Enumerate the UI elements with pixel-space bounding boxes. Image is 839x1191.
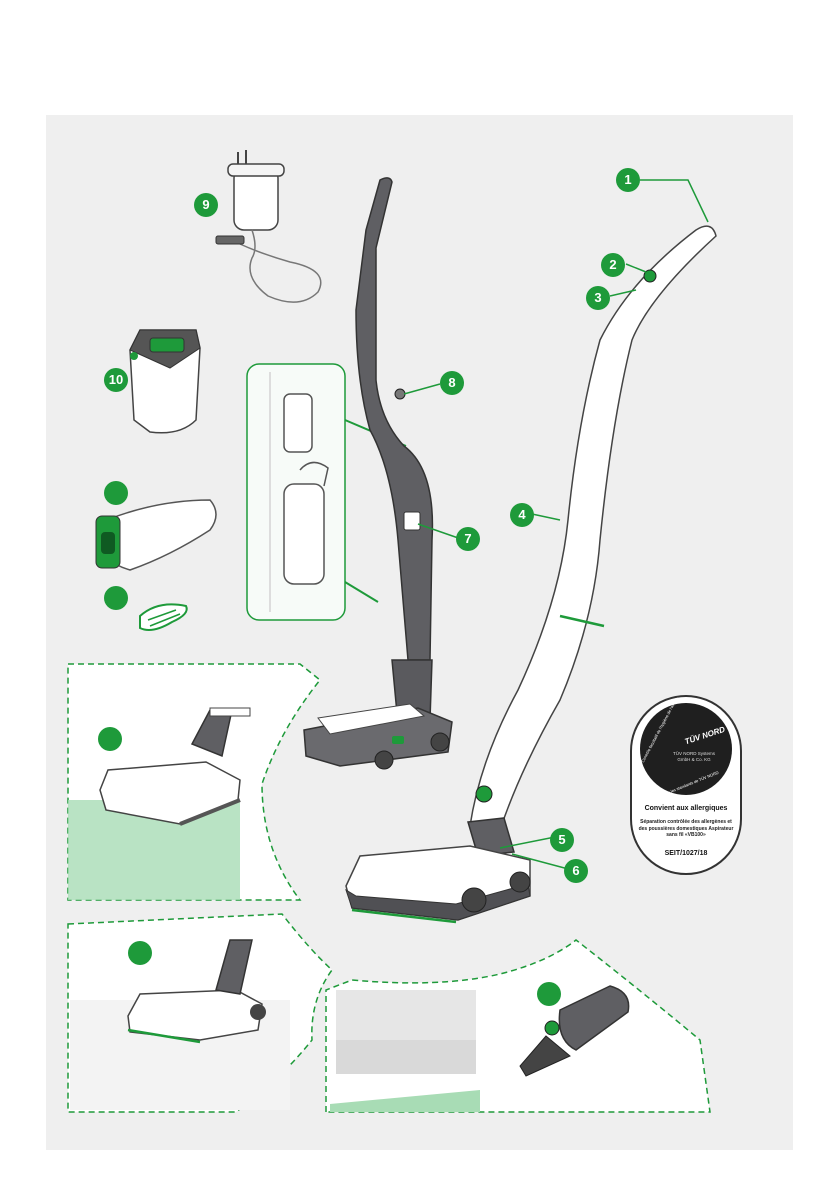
scene-carpet <box>68 664 320 900</box>
tuv-body: Séparation contrôlée des allergènes et d… <box>638 819 734 839</box>
callout-6: 6 <box>564 859 588 883</box>
callout-8: 8 <box>440 371 464 395</box>
tuv-seal: TÜV NORD TÜV NORD Systems GmbH & Co. KG … <box>630 695 742 875</box>
callout-5: 5 <box>550 828 574 852</box>
scene-hardfloor <box>68 914 332 1112</box>
callout-4: 4 <box>510 503 534 527</box>
marker-hardfloor <box>128 941 152 965</box>
marker-carpet <box>98 727 122 751</box>
tuv-company-text: TÜV NORD Systems GmbH & Co. KG <box>670 751 718 763</box>
callout-1: 1 <box>616 168 640 192</box>
pad-illustration <box>140 604 187 630</box>
callout-2: 2 <box>601 253 625 277</box>
callout-9: 9 <box>194 193 218 217</box>
marker-bag <box>104 481 128 505</box>
tuv-code: SEIT/1027/18 <box>632 850 740 857</box>
filter-bag-illustration <box>96 500 216 570</box>
tuv-title: Convient aux allergiques <box>632 805 740 812</box>
callout-7: 7 <box>456 527 480 551</box>
marker-pad <box>104 586 128 610</box>
charger-illustration <box>216 150 321 302</box>
callout-3: 3 <box>586 286 610 310</box>
marker-crevice <box>537 982 561 1006</box>
scene-crevice <box>326 940 710 1112</box>
battery-illustration <box>130 330 200 433</box>
callout-10: 10 <box>104 368 128 392</box>
detail-inset <box>247 364 406 620</box>
